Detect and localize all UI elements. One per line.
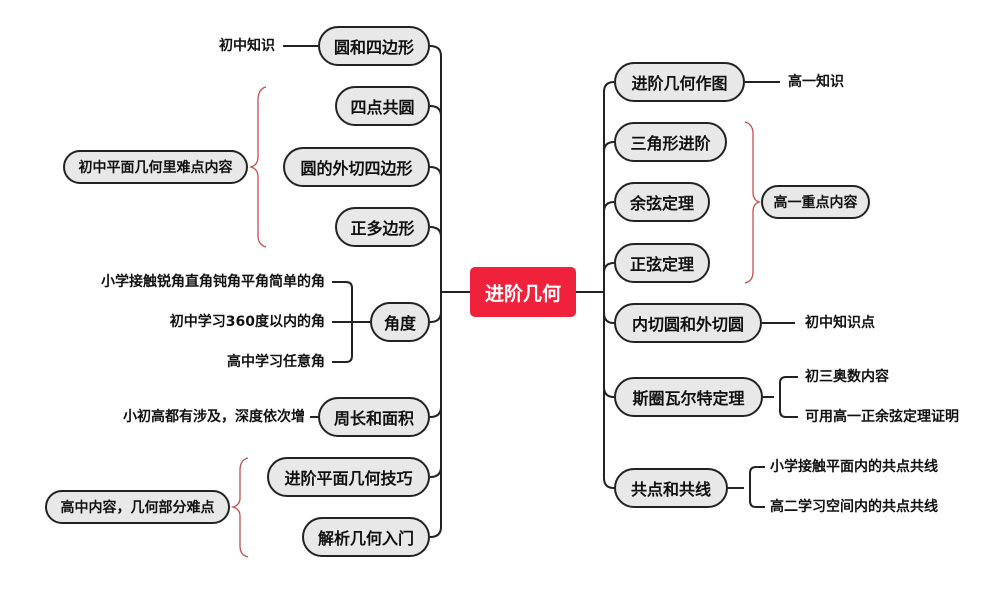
topic-incircle-circumcircle[interactable]: 内切圆和外切圆	[614, 303, 762, 343]
topic-advanced-plane-techniques[interactable]: 进阶平面几何技巧	[267, 457, 430, 497]
topic-concurrency-collinearity[interactable]: 共点和共线	[614, 468, 728, 508]
topic-circle-quadrilateral[interactable]: 圆和四边形	[318, 26, 430, 66]
topic-perimeter-area[interactable]: 周长和面积	[318, 397, 430, 437]
summary-senior-difficult[interactable]: 高中内容，几何部分难点	[45, 490, 230, 524]
concurrency-child: 小学接触平面内的共点共线	[770, 459, 938, 475]
note-perimeter-area: 小初高都有涉及，深度依次增	[123, 409, 305, 425]
topic-regular-polygon[interactable]: 正多边形	[335, 207, 430, 247]
summary-junior-difficult[interactable]: 初中平面几何里难点内容	[63, 150, 248, 184]
topic-advanced-triangle[interactable]: 三角形进阶	[614, 122, 727, 162]
topic-law-of-cosines[interactable]: 余弦定理	[614, 182, 710, 222]
topic-stewart-theorem[interactable]: 斯圈瓦尔特定理	[614, 377, 763, 417]
angle-child: 初中学习360度以内的角	[169, 314, 325, 330]
stewart-child: 初三奥数内容	[805, 369, 889, 385]
topic-geometric-construction[interactable]: 进阶几何作图	[614, 62, 745, 102]
central-topic[interactable]: 进阶几何	[470, 267, 576, 317]
topic-concyclic-points[interactable]: 四点共圆	[335, 86, 430, 126]
topic-law-of-sines[interactable]: 正弦定理	[614, 243, 710, 283]
topic-angle[interactable]: 角度	[370, 302, 430, 342]
topic-analytic-geometry[interactable]: 解析几何入门	[302, 517, 430, 557]
angle-child: 小学接触锐角直角钝角平角简单的角	[101, 274, 325, 290]
stewart-child: 可用高一正余弦定理证明	[805, 409, 959, 425]
concurrency-child: 高二学习空间内的共点共线	[770, 499, 938, 515]
angle-child: 高中学习任意角	[227, 354, 325, 370]
summary-senior1-key[interactable]: 高一重点内容	[761, 185, 870, 219]
note-junior-knowledge: 初中知识	[219, 38, 275, 54]
note-junior-point: 初中知识点	[805, 315, 875, 331]
note-senior1-knowledge: 高一知识	[788, 74, 844, 90]
topic-tangential-quadrilateral[interactable]: 圆的外切四边形	[283, 147, 430, 187]
